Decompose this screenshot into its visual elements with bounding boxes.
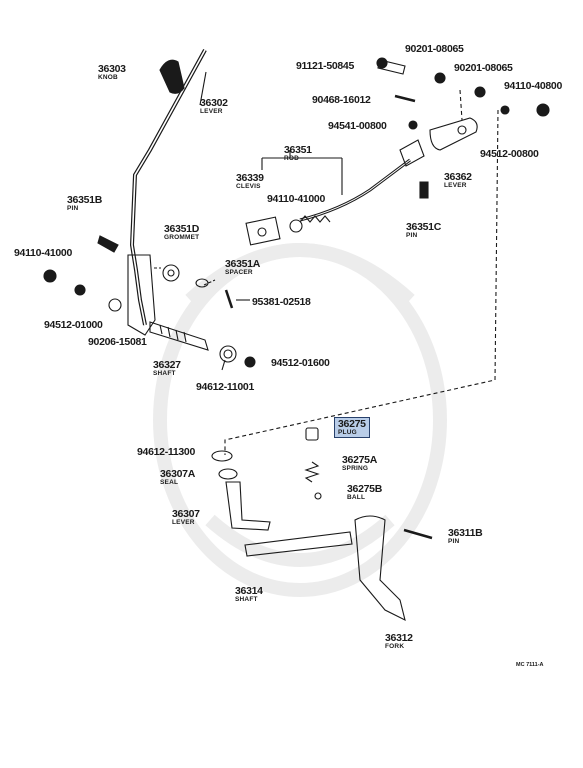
grommet-36351D bbox=[162, 264, 180, 282]
label-94512-01000: 94512-01000 bbox=[44, 319, 103, 331]
nut-90201-a bbox=[434, 72, 446, 84]
dashed-guide bbox=[224, 89, 499, 455]
watermark-logo bbox=[153, 243, 447, 597]
nut-94110-40800 bbox=[536, 103, 550, 117]
spacer-36351A bbox=[195, 278, 209, 288]
nut-90201-b bbox=[474, 86, 486, 98]
label-91121-50845: 91121-50845 bbox=[296, 60, 355, 72]
nut-94512-01600 bbox=[244, 356, 256, 368]
label-94110-41000-rod: 94110-41000 bbox=[267, 193, 326, 205]
shaft-36327 bbox=[149, 321, 209, 351]
rod-joint bbox=[399, 139, 425, 167]
label-94110-41000-left: 94110-41000 bbox=[14, 247, 73, 259]
label-90468-16012: 90468-16012 bbox=[312, 94, 371, 106]
leader-line bbox=[199, 71, 207, 106]
label-90206-15081: 90206-15081 bbox=[88, 336, 147, 348]
pin-36351C bbox=[419, 181, 429, 199]
diagram-reference-code: MC 7111-A bbox=[516, 662, 544, 668]
pin-36351B bbox=[97, 235, 119, 253]
label-94612-11001: 94612-11001 bbox=[196, 381, 255, 393]
shift-lever bbox=[129, 49, 207, 326]
label-90201-08065-b: 90201-08065 bbox=[454, 62, 513, 74]
rod-bracket bbox=[261, 157, 343, 195]
washer-94512-00800 bbox=[500, 105, 510, 115]
spring-36275A bbox=[304, 461, 320, 483]
washer-94541 bbox=[408, 120, 418, 130]
ball-36275B bbox=[314, 492, 322, 500]
nut-94110-41000 bbox=[43, 269, 57, 283]
pin-95381 bbox=[224, 289, 234, 309]
pin-36311B bbox=[403, 528, 433, 540]
washer-94612 bbox=[219, 345, 237, 363]
rod-spring bbox=[299, 215, 331, 223]
washer-94612-11300 bbox=[211, 450, 233, 462]
label-95381-02518: 95381-02518 bbox=[252, 296, 311, 308]
lever-36307 bbox=[225, 481, 271, 531]
fork-36312 bbox=[354, 515, 406, 622]
label-90201-08065-a: 90201-08065 bbox=[405, 43, 464, 55]
seal-36307A bbox=[218, 468, 238, 480]
clevis-36339 bbox=[245, 216, 281, 246]
plug-36275 bbox=[305, 427, 319, 441]
lever-body bbox=[127, 254, 156, 336]
label-94110-40800: 94110-40800 bbox=[504, 80, 563, 92]
shaft-36314 bbox=[244, 531, 353, 557]
label-94612-11300: 94612-11300 bbox=[137, 446, 196, 458]
label-94512-00800: 94512-00800 bbox=[480, 148, 539, 160]
washer-94512-01000 bbox=[74, 284, 86, 296]
rod-36351 bbox=[299, 158, 411, 222]
leader-line bbox=[203, 279, 216, 286]
lever-36362 bbox=[429, 117, 478, 151]
clip-90206 bbox=[108, 298, 122, 312]
knob-36303 bbox=[159, 59, 185, 94]
clip-90468 bbox=[394, 94, 416, 103]
label-94541-00800: 94541-00800 bbox=[328, 120, 387, 132]
label-94512-01600: 94512-01600 bbox=[271, 357, 330, 369]
